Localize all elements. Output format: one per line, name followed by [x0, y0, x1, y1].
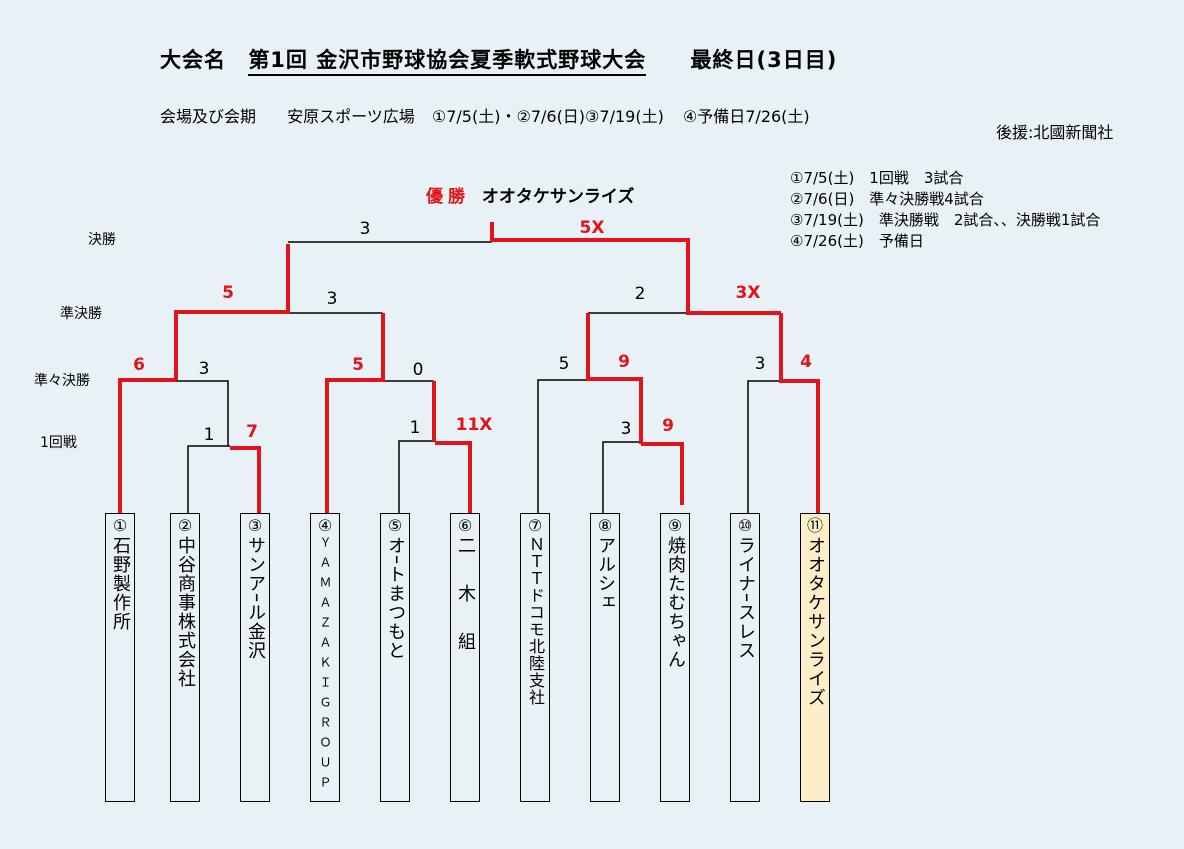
score-sf1-right: 3: [326, 289, 338, 309]
score-qf3-right: 9: [618, 352, 630, 372]
round-label-semi: 準決勝: [60, 306, 102, 322]
team-box-3: ③ サンアｰル金沢: [240, 513, 270, 802]
score-r1b-right: 11X: [455, 415, 493, 435]
team-box-1: ① 石野製作所: [105, 513, 135, 802]
sf2-winner-line: [490, 222, 781, 315]
score-qf2-right: 0: [412, 360, 424, 380]
champion-team: オオタケサンライズ: [481, 187, 635, 207]
team-number: ⑩: [737, 516, 753, 535]
sf1-loser-line: [288, 312, 383, 381]
tournament-day: 最終日(3日目): [690, 48, 838, 72]
team-number: ⑤: [387, 516, 403, 535]
score-qf4-right: 4: [800, 352, 812, 372]
score-r1c-left: 3: [620, 419, 632, 439]
team-name: アルシェ: [595, 536, 616, 612]
qf2-loser-line: [383, 380, 434, 441]
team-name: ＮＴＴドコモ北陸支社: [526, 536, 545, 706]
tournament-title: 大会名 第1回 金沢市野球協会夏季軟式野球大会 最終日(3日目): [160, 44, 838, 76]
team-number: ⑧: [597, 516, 613, 535]
team-box-5: ⑤ オｰトまつもと: [380, 513, 410, 802]
team-name: 焼肉たむちゃん: [665, 536, 686, 669]
team-box-2: ② 中谷商事株式会社: [170, 513, 200, 802]
score-r1a-right: 7: [246, 422, 258, 442]
round-label-quarter: 準々決勝: [34, 373, 90, 389]
team-box-7: ⑦ ＮＴＴドコモ北陸支社: [520, 513, 550, 802]
team-box-6: ⑥ 二 木 組: [450, 513, 480, 802]
score-sf2-right: 3X: [735, 283, 761, 303]
venue-place: 安原スポーツ広場: [287, 107, 415, 126]
team-number: ①: [112, 516, 128, 535]
score-final-right: 5X: [579, 218, 605, 238]
score-r1a-left: 1: [203, 425, 215, 445]
r1b-loser-line: [398, 440, 435, 513]
r1a-winner-line: [230, 446, 261, 513]
team-name: ＹＡＭＡＺＡＫＩＧＲＯＵＰ: [318, 536, 332, 796]
venue-info: 会場及び会期 安原スポーツ広場 ①7/5(土)・②7/6(日)③7/19(土) …: [160, 103, 810, 127]
sponsor: 後援:北國新聞社: [996, 123, 1114, 142]
qf1-winner-line: [118, 378, 176, 513]
tournament-name: 第1回 金沢市野球協会夏季軟式野球大会: [248, 48, 647, 76]
sf1-winner-line: [174, 244, 290, 380]
qf3-winner-line: [586, 313, 643, 444]
team-number: ⑨: [667, 516, 683, 535]
score-qf1-left: 6: [133, 355, 145, 375]
team-name: オｰトまつもと: [385, 536, 406, 660]
qf2-winner-line: [325, 313, 385, 513]
team-box-10: ⑩ ライナｰスレス: [730, 513, 760, 802]
team-number: ⑥: [457, 516, 473, 535]
r1a-loser-line: [187, 445, 230, 513]
r1c-loser-line: [602, 441, 641, 513]
score-qf4-left: 3: [754, 354, 766, 374]
team-name: ライナｰスレス: [735, 536, 756, 660]
schedule-item: ③7/19(土) 準決勝戦 2試合、、決勝戦1試合: [790, 211, 1101, 229]
team-name: 中谷商事株式会社: [175, 536, 196, 688]
venue-label: 会場及び会期: [160, 107, 257, 126]
team-box-4: ④ ＹＡＭＡＺＡＫＩＧＲＯＵＰ: [310, 513, 340, 802]
champion-banner: 優勝 オオタケサンライズ: [426, 182, 634, 207]
qf3-loser-line: [537, 379, 588, 513]
team-box-11-champion: ⑪ オオタケサンライズ: [800, 513, 830, 802]
team-name: オオタケサンライズ: [805, 536, 826, 707]
score-r1c-right: 9: [662, 416, 674, 436]
r1b-winner-line: [435, 441, 472, 513]
team-number: ⑦: [527, 516, 543, 535]
team-number: ⑪: [806, 516, 823, 535]
score-sf1-left: 5: [222, 283, 234, 303]
score-qf3-left: 5: [558, 354, 570, 374]
schedule-item: ②7/6(日) 準々決勝戦4試合: [790, 190, 984, 208]
round-label-first: 1回戦: [40, 435, 77, 451]
team-name: 二 木 組: [455, 536, 476, 656]
score-final-left: 3: [359, 219, 371, 239]
qf4-loser-line: [747, 380, 782, 513]
score-qf1-right: 3: [198, 359, 210, 379]
score-r1b-left: 1: [409, 418, 421, 438]
schedule-item: ①7/5(土) 1回戦 3試合: [790, 169, 964, 187]
venue-dates: ①7/5(土)・②7/6(日)③7/19(土): [431, 107, 664, 126]
qf4-winner-line: [779, 313, 820, 513]
team-box-9: ⑨ 焼肉たむちゃん: [660, 513, 690, 802]
round-label-final: 決勝: [88, 232, 116, 248]
qf1-loser-line: [175, 380, 229, 446]
score-qf2-left: 5: [352, 355, 364, 375]
r1c-winner-line: [641, 442, 684, 505]
title-label: 大会名: [160, 48, 226, 72]
team-number: ④: [317, 516, 333, 535]
schedule-list: ①7/5(土) 1回戦 3試合 ②7/6(日) 準々決勝戦4試合 ③7/19(土…: [790, 168, 1100, 252]
team-number: ②: [177, 516, 193, 535]
team-name: 石野製作所: [110, 536, 131, 631]
schedule-item: ④7/26(土) 予備日: [790, 232, 924, 250]
team-number: ③: [247, 516, 263, 535]
score-sf2-left: 2: [634, 284, 646, 304]
team-box-8: ⑧ アルシェ: [590, 513, 620, 802]
venue-reserve: ④予備日7/26(土): [682, 107, 810, 126]
team-name: サンアｰル金沢: [245, 536, 266, 660]
champion-label: 優勝: [426, 187, 470, 207]
